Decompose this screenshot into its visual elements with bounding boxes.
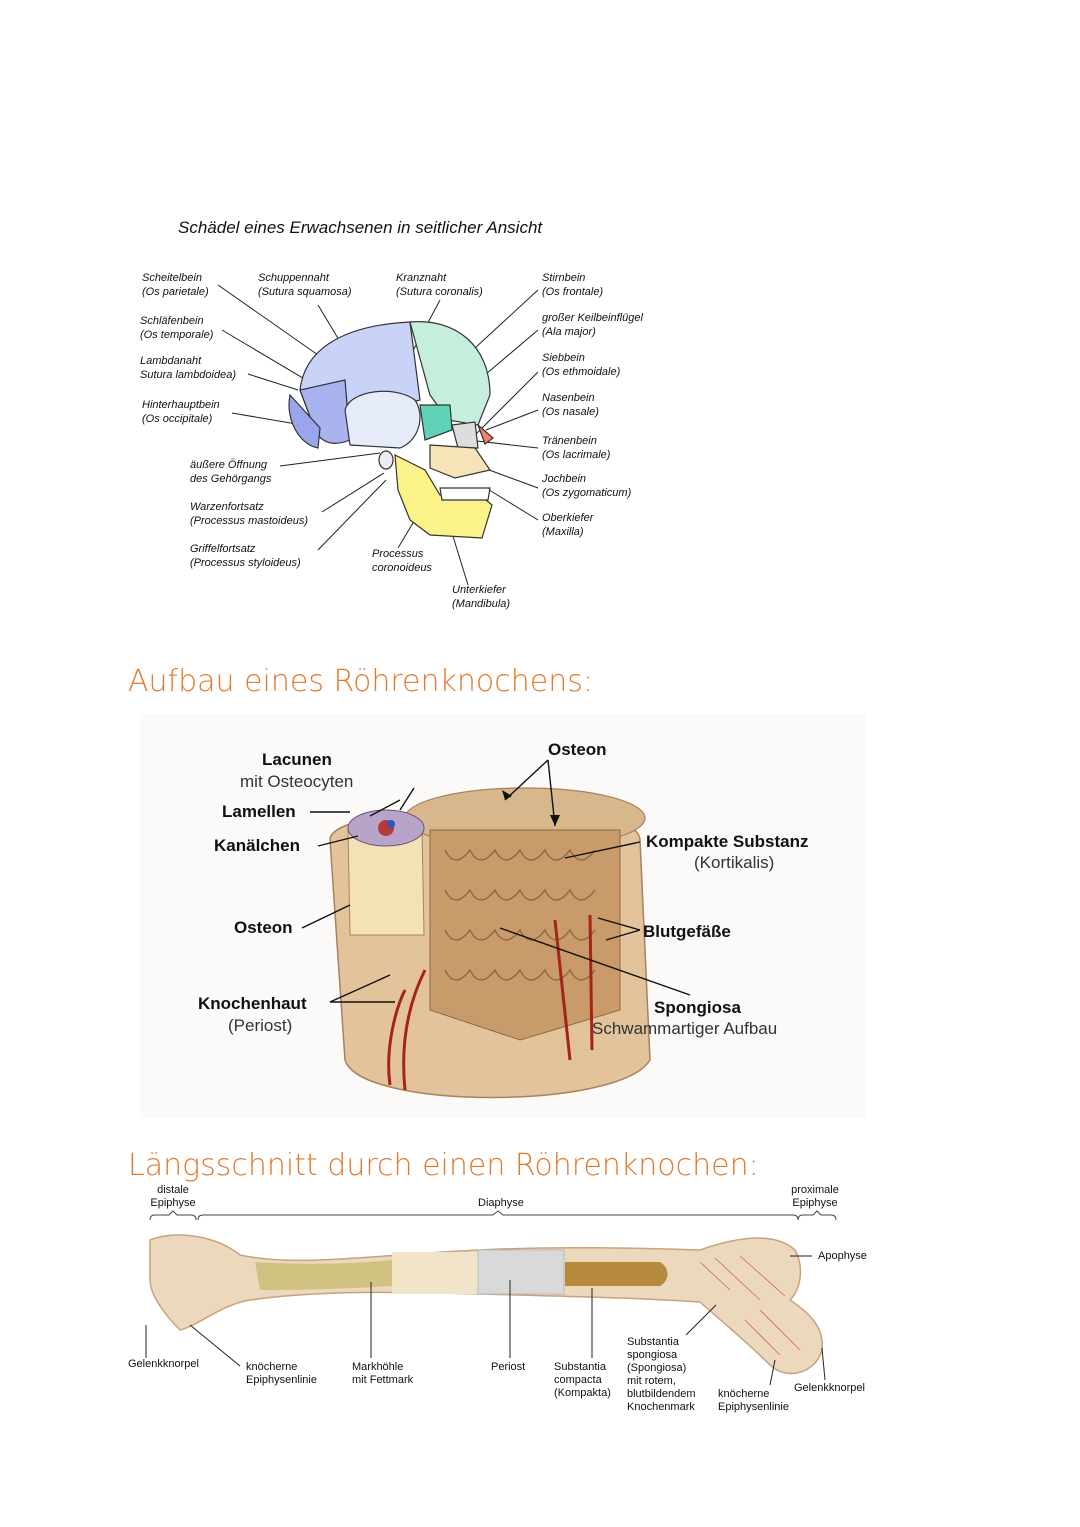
label-unterkiefer: Unterkiefer(Mandibula) bbox=[452, 584, 511, 610]
label-stirnbein: Stirnbein(Os frontale) bbox=[542, 272, 604, 298]
label-traenenbein: Tränenbein(Os lacrimale) bbox=[542, 435, 611, 461]
label-oberkiefer: Oberkiefer(Maxilla) bbox=[542, 512, 594, 538]
label-spongiosa-sub: Schwammartiger Aufbau bbox=[592, 1019, 778, 1038]
label-apophyse: Apophyse bbox=[818, 1250, 867, 1262]
heading-laengsschnitt: Längsschnitt durch einen Röhrenknochen: bbox=[128, 1148, 759, 1183]
label-spongiosa: Spongiosa bbox=[654, 998, 741, 1017]
label-schlaefenbein: Schläfenbein(Os temporale) bbox=[140, 315, 214, 341]
label-siebbein: Siebbein(Os ethmoidale) bbox=[542, 352, 621, 378]
label-blutgefaesse: Blutgefäße bbox=[643, 922, 731, 941]
label-lamellen: Lamellen bbox=[222, 802, 296, 821]
label-gelenkknorpel-right: Gelenkknorpel bbox=[794, 1382, 865, 1394]
label-osteon-left: Osteon bbox=[234, 918, 293, 937]
label-kompakte-sub: (Kortikalis) bbox=[694, 853, 775, 872]
label-nasenbein: Nasenbein(Os nasale) bbox=[542, 392, 599, 418]
label-warzenfortsatz: Warzenfortsatz(Processus mastoideus) bbox=[190, 501, 308, 527]
label-scheitelbein: Scheitelbein(Os parietale) bbox=[142, 272, 209, 298]
label-jochbein: Jochbein(Os zygomaticum) bbox=[542, 473, 632, 499]
label-kompakte: Kompakte Substanz bbox=[646, 832, 809, 851]
label-periost: Periost bbox=[491, 1361, 526, 1373]
label-keilbein: großer Keilbeinflügel(Ala major) bbox=[542, 312, 643, 338]
skull-drawing bbox=[217, 284, 539, 586]
label-diaphyse: Diaphyse bbox=[478, 1197, 524, 1209]
label-griffelfortsatz: Griffelfortsatz(Processus styloideus) bbox=[190, 543, 301, 569]
label-knochenhaut: Knochenhaut bbox=[198, 994, 307, 1013]
label-knochenhaut-sub: (Periost) bbox=[228, 1016, 293, 1035]
label-schuppennaht: Schuppennaht(Sutura squamosa) bbox=[258, 272, 352, 298]
label-gelenkknorpel-left: Gelenkknorpel bbox=[128, 1358, 199, 1370]
label-lacunen: Lacunen bbox=[262, 750, 332, 769]
label-lacunen-sub: mit Osteocyten bbox=[240, 772, 354, 791]
label-kanaelchen: Kanälchen bbox=[214, 836, 300, 855]
label-hinterhauptbein: Hinterhauptbein(Os occipitale) bbox=[142, 399, 220, 425]
label-osteon-top: Osteon bbox=[548, 740, 607, 759]
skull-title: Schädel eines Erwachsenen in seitlicher … bbox=[178, 218, 543, 237]
label-kranznaht: Kranznaht(Sutura coronalis) bbox=[396, 272, 483, 298]
heading-aufbau: Aufbau eines Röhrenknochens: bbox=[128, 664, 593, 699]
